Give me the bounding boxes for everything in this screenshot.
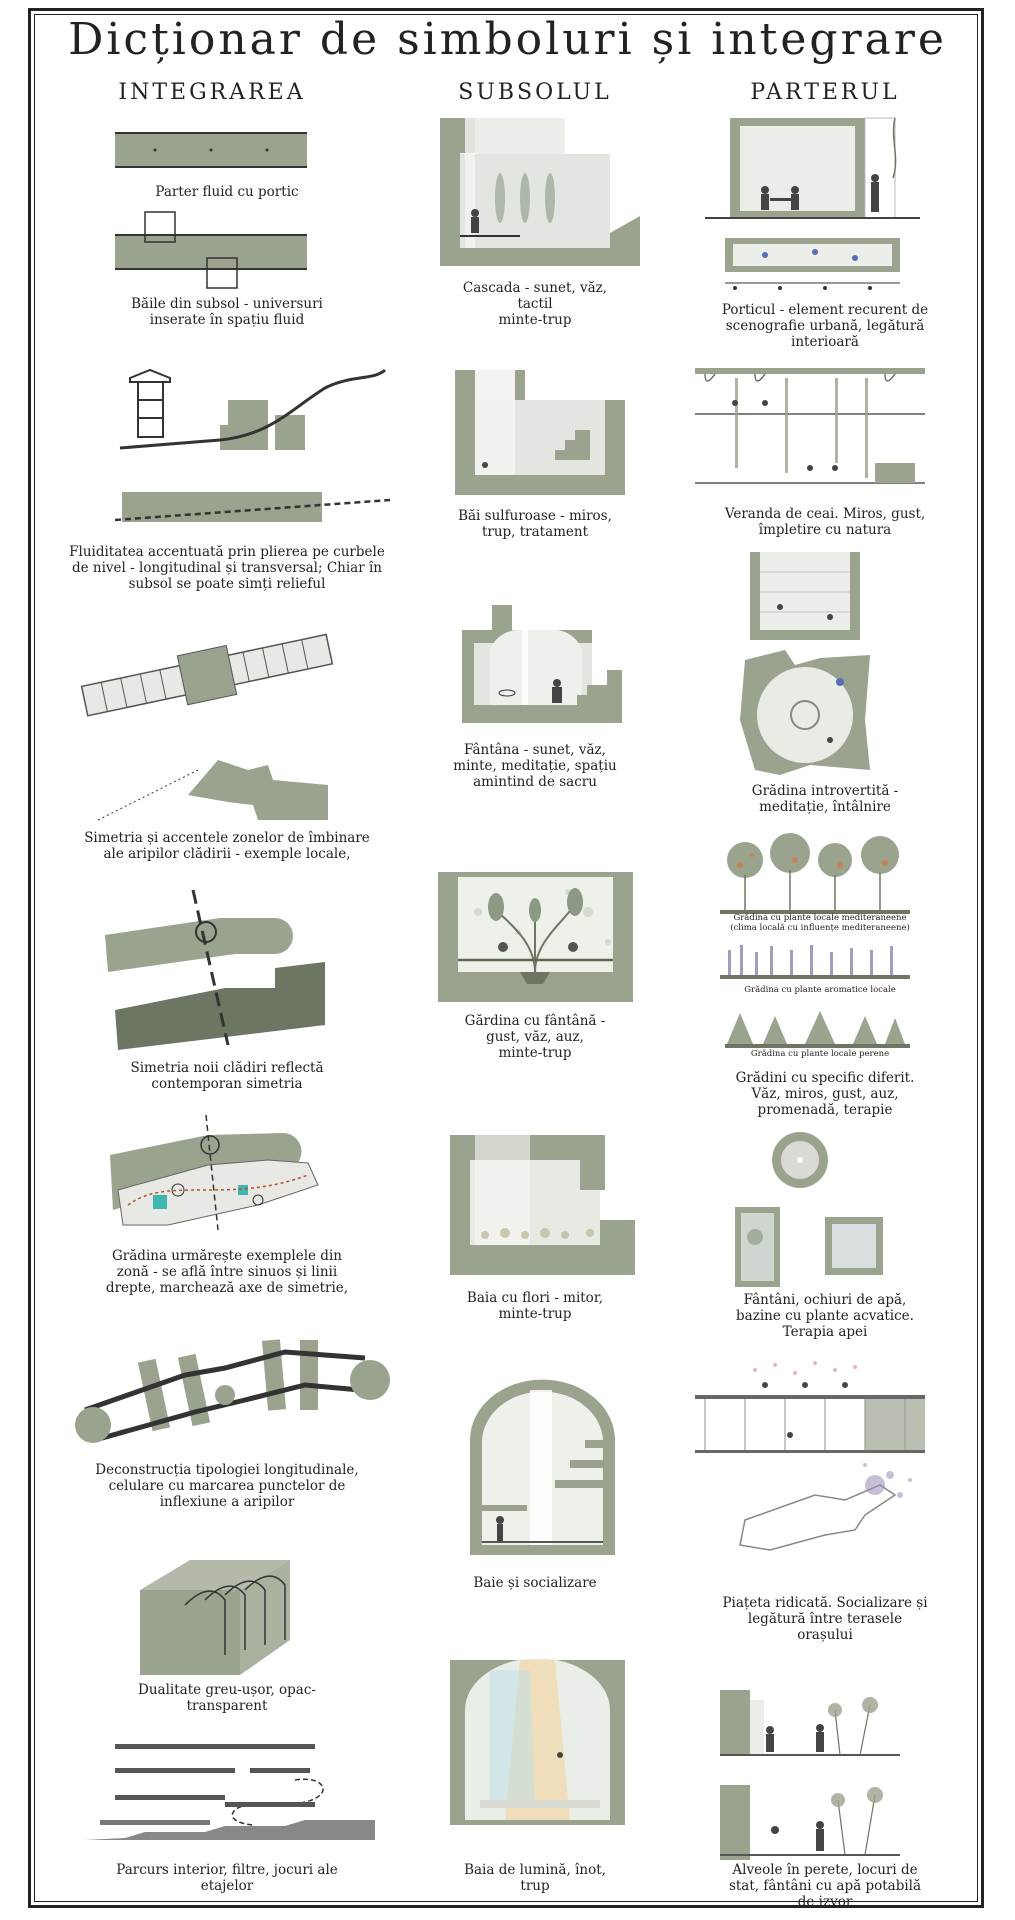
caption-subsolul-6: Baie și socializare <box>473 1575 597 1591</box>
sulfur-baths-section-illustration <box>455 370 625 495</box>
cascade-section-illustration <box>440 118 640 266</box>
caption-parterul-3: Grădina introvertită - meditație, întâln… <box>751 783 899 815</box>
outer-frame <box>28 8 984 1908</box>
caption-integrarea-8: Dualitate greu-ușor, opac- transparent <box>138 1682 316 1714</box>
light-bath-section-illustration <box>450 1658 625 1825</box>
caption-subsolul-5: Baia cu flori - mitor, minte-trup <box>466 1290 604 1322</box>
column-header-parterul: PARTERUL <box>750 80 900 105</box>
label-perennial-garden: Grădina cu plante locale perene <box>750 1049 890 1059</box>
introverted-garden-section-illustration <box>750 552 860 640</box>
label-mediterranean-garden: Grădina cu plante locale mediteraneene (… <box>730 913 910 933</box>
caption-subsolul-7: Baia de lumină, înot, trup <box>464 1862 606 1894</box>
tea-veranda-section-illustration <box>695 368 925 484</box>
portico-section-illustration <box>705 117 920 219</box>
caption-parterul-7: Alveole în perete, locuri de stat, fântâ… <box>728 1862 922 1910</box>
fountain-section-illustration <box>462 605 622 723</box>
terrain-section-diagram <box>114 368 391 522</box>
flower-bath-section-illustration <box>450 1135 635 1275</box>
caption-integrarea-5: Simetria noii clădiri reflectă contempor… <box>130 1060 324 1092</box>
portico-plan-illustration <box>725 238 900 290</box>
label-aromatic-garden: Grădina cu plante aromatice locale <box>744 985 896 995</box>
caption-parterul-1: Porticul - element recurent de scenograf… <box>721 302 929 350</box>
caption-subsolul-1: Cascada - sunet, văz, tactil minte-trup <box>462 280 608 328</box>
new-building-symmetry-diagram <box>105 889 325 1050</box>
caption-subsolul-3: Fântâna - sunet, văz, minte, meditație, … <box>453 742 617 790</box>
fountains-pools-illustration <box>735 1132 883 1287</box>
caption-integrarea-3: Fluiditatea accentuată prin plierea pe c… <box>69 544 385 592</box>
caption-integrarea-6: Grădina urmărește exemplele din zonă - s… <box>105 1248 349 1296</box>
introverted-garden-plan-illustration <box>740 650 870 775</box>
page-title: Dicționar de simboluri și integrare <box>68 14 947 65</box>
garden-plan-diagram <box>110 1114 319 1231</box>
caption-integrarea-4: Simetria și accentele zonelor de îmbinar… <box>84 830 370 862</box>
caption-integrarea-9: Parcurs interior, filtre, jocuri ale eta… <box>116 1862 338 1894</box>
column-header-subsolul: SUBSOLUL <box>458 80 612 105</box>
mediterranean-garden-illustration <box>720 833 910 914</box>
portic-plan-diagram <box>115 132 307 168</box>
caption-subsolul-4: Gărdina cu fântână - gust, văz, auz, min… <box>464 1013 606 1061</box>
garden-fountain-illustration <box>438 872 633 1002</box>
wings-symmetry-plan-diagram <box>80 633 334 821</box>
socializing-bath-section-illustration <box>470 1379 615 1555</box>
caption-subsolul-2: Băi sulfuroase - miros, trup, tratament <box>458 508 612 540</box>
baths-in-fluid-space-diagram <box>115 211 307 289</box>
aromatic-garden-illustration <box>720 945 910 979</box>
perennial-garden-illustration <box>725 1011 910 1048</box>
caption-parterul-6: Piațeta ridicată. Socializare și legătur… <box>722 1595 928 1643</box>
caption-parterul-5: Fântâni, ochiuri de apă, bazine cu plant… <box>736 1292 914 1340</box>
interior-route-diagram <box>85 1744 375 1840</box>
caption-parterul-4: Grădini cu specific diferit. Văz, miros,… <box>735 1070 915 1118</box>
heavy-light-dualities-diagram <box>140 1560 290 1675</box>
raised-square-illustration <box>695 1361 925 1551</box>
caption-parterul-2: Veranda de ceai. Miros, gust, împletire … <box>724 506 926 538</box>
caption-integrarea-2: Băile din subsol - universuri inserate î… <box>131 296 323 328</box>
column-header-integrarea: INTEGRAREA <box>118 80 306 105</box>
inner-frame <box>34 14 978 1902</box>
caption-integrarea-7: Deconstrucția tipologiei longitudinale, … <box>95 1462 359 1510</box>
longitudinal-deconstruction-diagram <box>75 1339 390 1443</box>
caption-integrarea-1: Parter fluid cu portic <box>155 184 299 200</box>
wall-alcoves-illustration <box>720 1690 900 1860</box>
